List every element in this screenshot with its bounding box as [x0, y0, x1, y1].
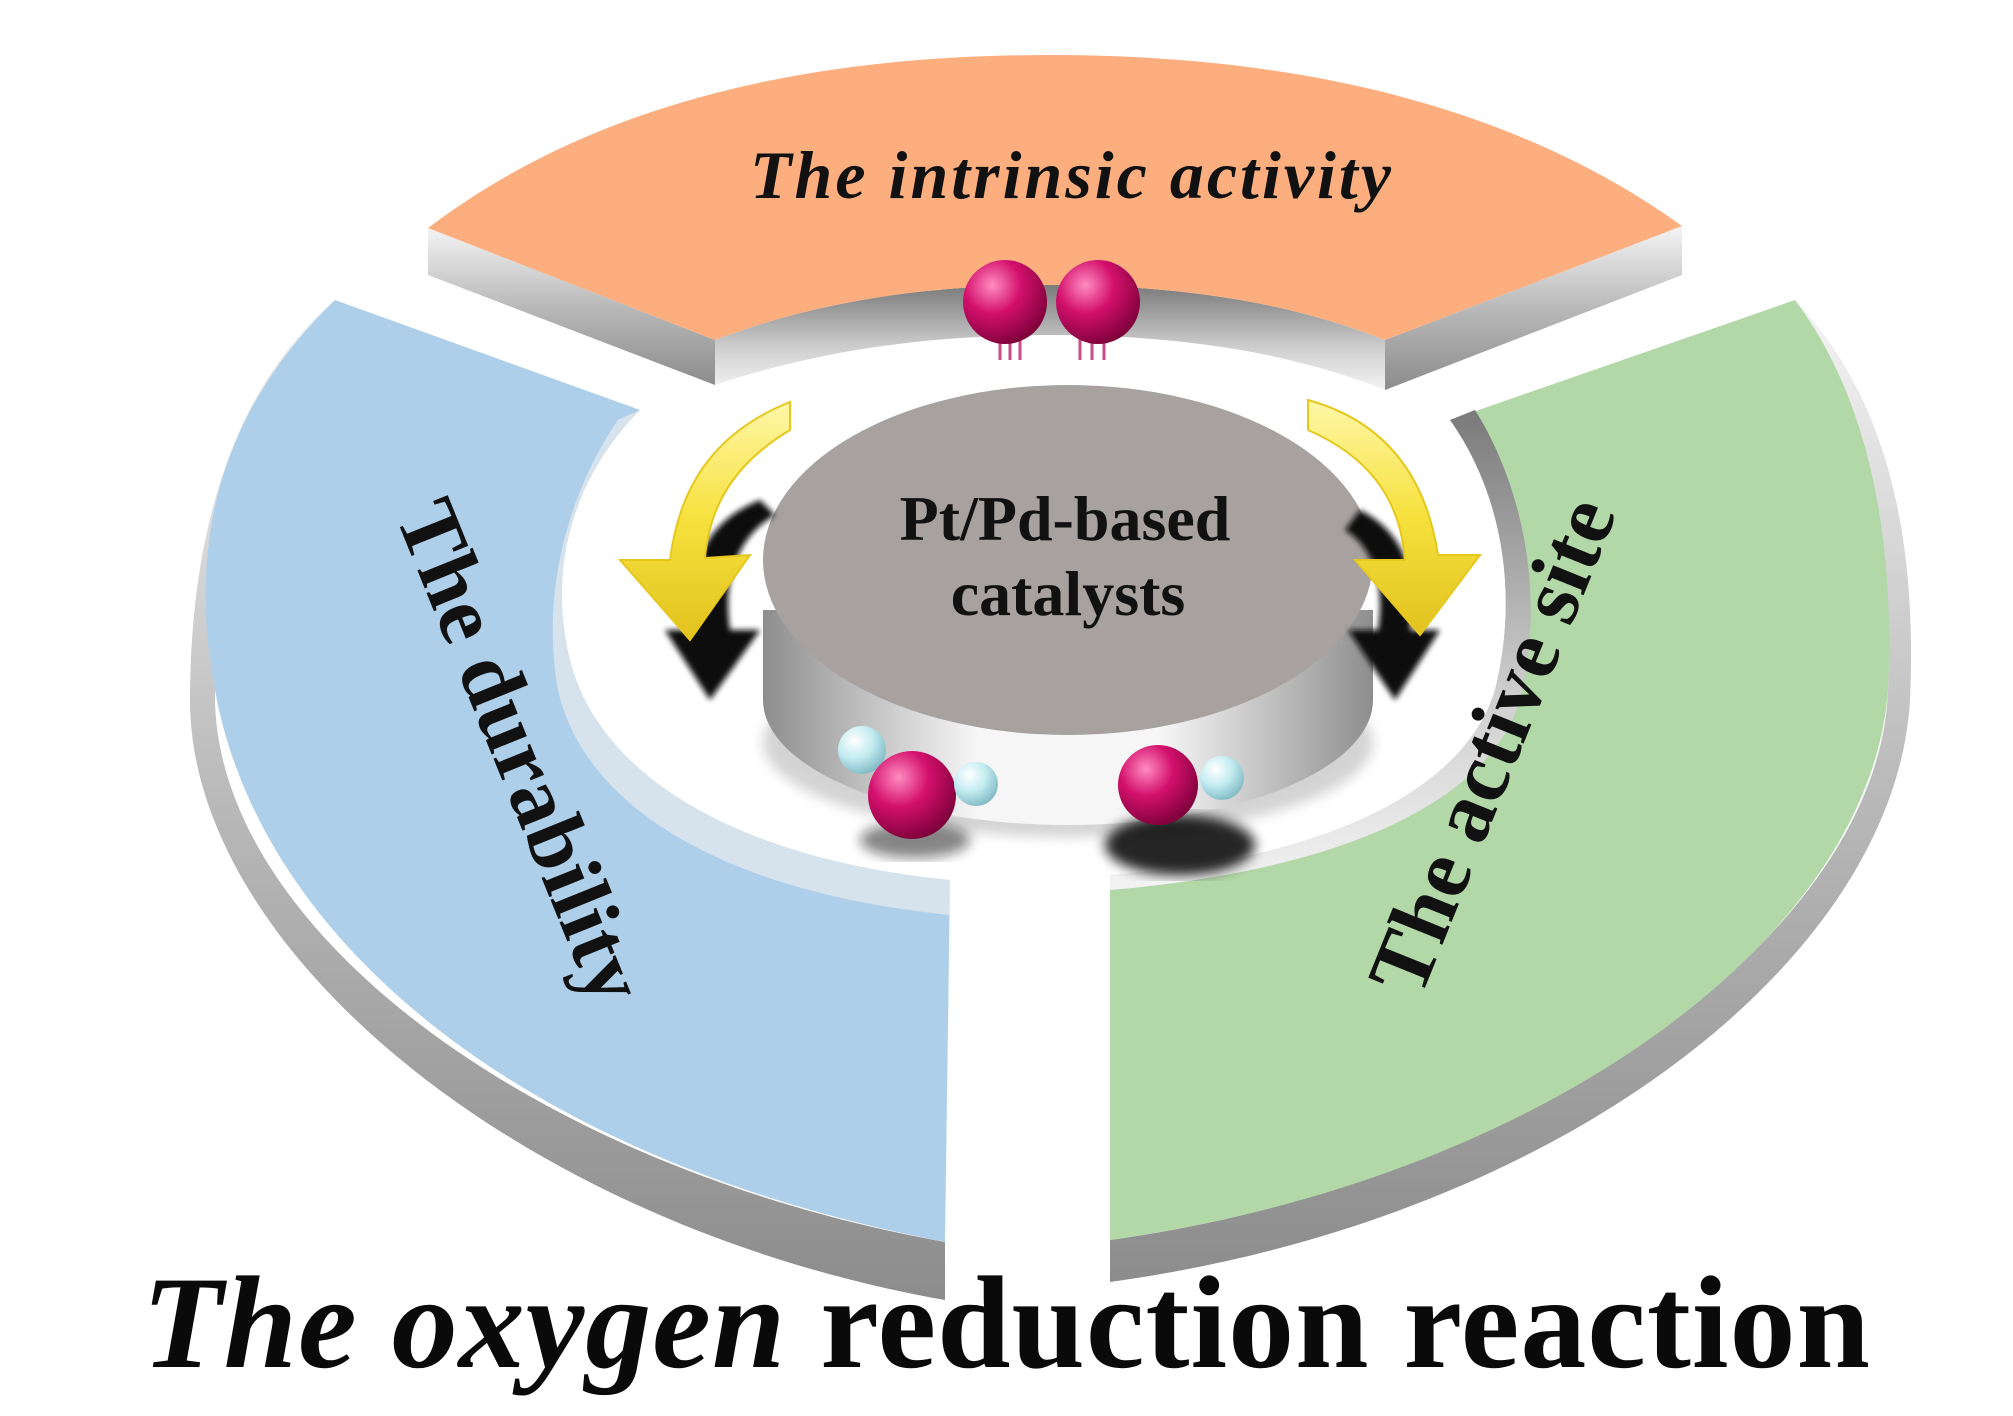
center-label-line1: Pt/Pd-based	[900, 483, 1231, 554]
center-label-line2: catalysts	[951, 558, 1186, 629]
catalyst-disc-top	[763, 385, 1373, 735]
active-site-segment-top	[1110, 300, 1890, 1240]
curved-arrow-icon	[1307, 398, 1482, 637]
oxygen-atom	[1118, 745, 1198, 825]
main-title-rest: reduction reaction	[786, 1249, 1871, 1396]
main-title-emph: oxygen	[391, 1249, 787, 1396]
curved-arrow-icon	[617, 400, 791, 642]
main-title: The oxygen reduction reaction	[0, 1248, 2013, 1398]
hydrogen-atom	[1200, 756, 1244, 800]
intrinsic-activity-segment-top	[428, 55, 1682, 340]
intrinsic-activity-segment	[428, 55, 1682, 390]
main-title-lead: The	[142, 1249, 392, 1396]
intrinsic-activity-segment-wall	[428, 228, 715, 385]
hydrogen-atom	[954, 762, 998, 806]
o2-molecule-icon	[963, 260, 1140, 360]
intrinsic-activity-segment-inner-wall	[715, 285, 1385, 390]
active-site-segment	[1110, 300, 1912, 1282]
water-molecule-icon	[1105, 745, 1255, 875]
oxygen-atom	[868, 751, 956, 839]
left-arrows	[617, 400, 791, 700]
active-site-segment-inner-wall	[1110, 410, 1531, 890]
durability-segment-inner-edge	[552, 410, 950, 915]
durability-segment	[190, 300, 950, 1300]
hydrogen-atom	[838, 726, 886, 774]
right-arrows	[1307, 398, 1482, 700]
durability-segment-top	[205, 300, 950, 1242]
top-segment-label: The intrinsic activity	[750, 137, 1394, 213]
intrinsic-activity-segment-wall-right	[1385, 226, 1682, 390]
curved-arrow-icon	[1345, 510, 1440, 700]
curved-arrow-icon	[665, 500, 775, 700]
oxygen-atom	[963, 260, 1047, 344]
oxygen-atom	[1056, 260, 1140, 344]
water-molecule-icon	[838, 726, 998, 858]
